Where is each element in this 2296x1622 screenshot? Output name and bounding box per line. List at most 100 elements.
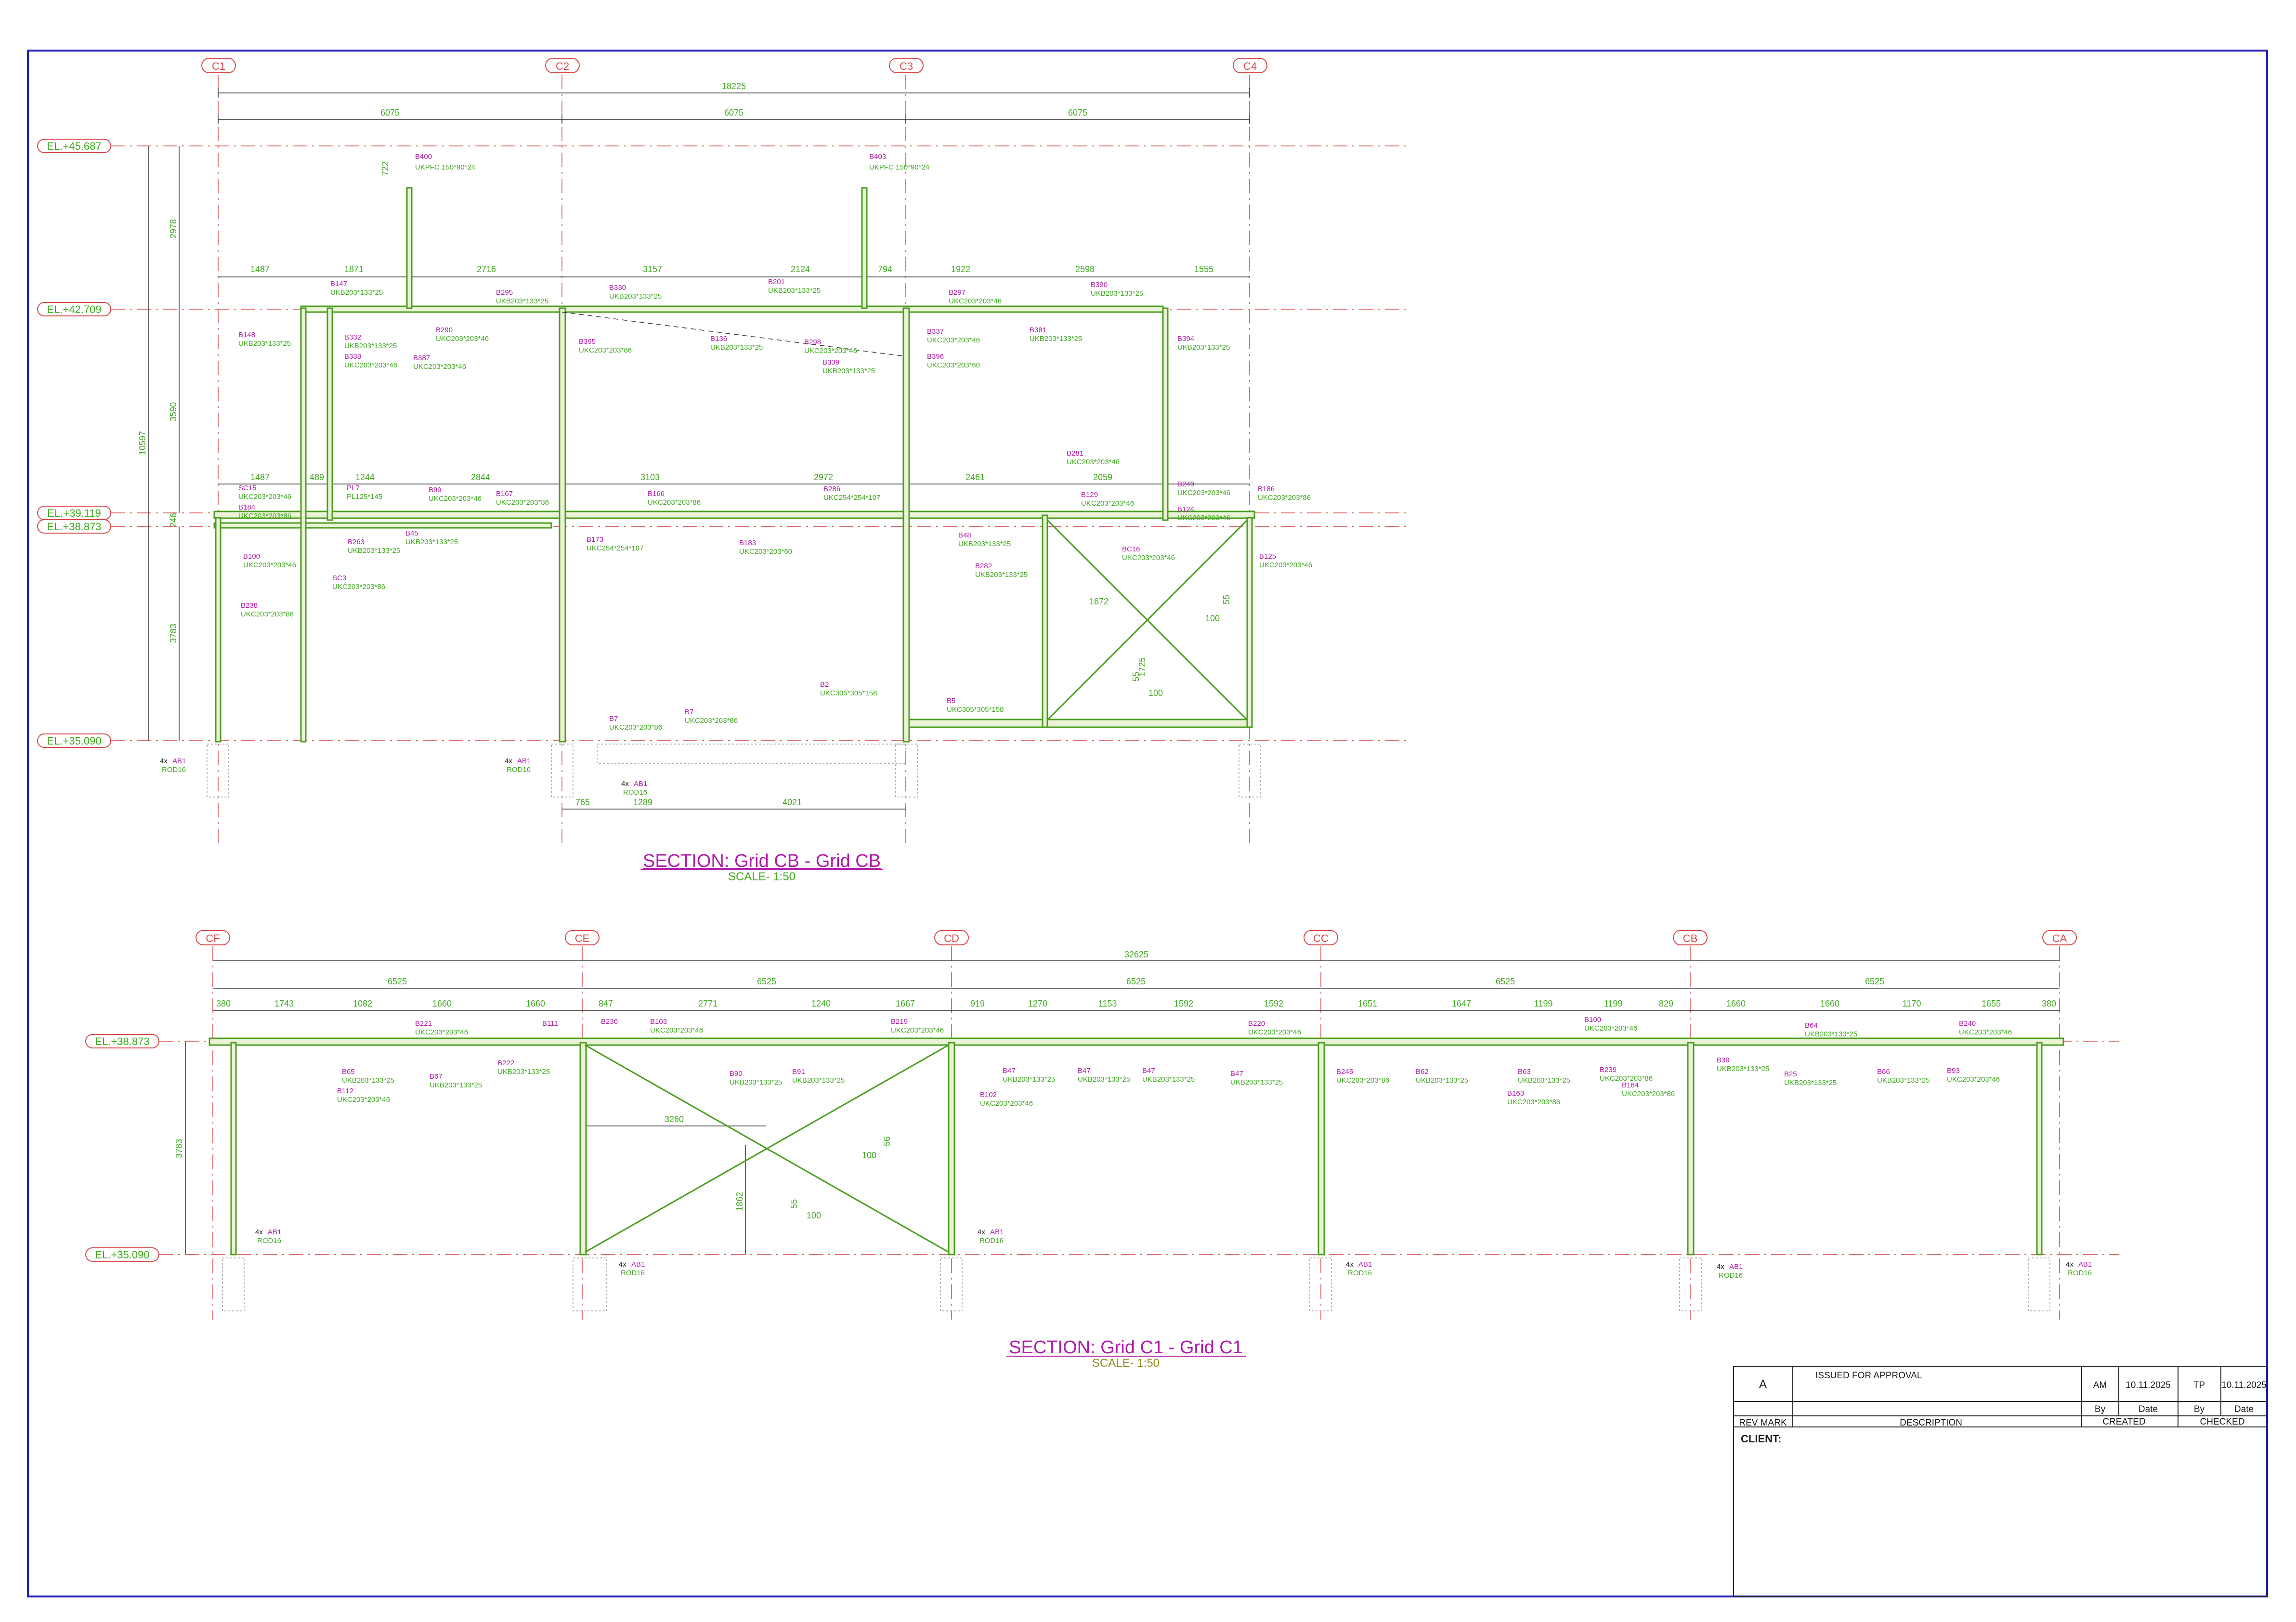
member-size: UKC203*203*86 bbox=[238, 512, 291, 520]
member-size: UKB203*133*25 bbox=[1091, 289, 1143, 298]
grid-label: CA bbox=[2052, 932, 2067, 944]
member-size: UKB203*133*25 bbox=[497, 1068, 550, 1076]
member-size: UKC203*203*46 bbox=[1959, 1028, 2012, 1036]
top-dim: 1922 bbox=[951, 264, 970, 274]
member-size: UKC203*203*46 bbox=[337, 1096, 390, 1104]
member-tag: B186 bbox=[1258, 485, 1275, 493]
member-tag: B100 bbox=[243, 552, 260, 561]
anchor-rod: ROD16 bbox=[979, 1237, 1004, 1245]
bay-dim: 6525 bbox=[757, 977, 776, 986]
section1-member-tags: B400 UKPFC 150*90*24 B403 UKPFC 150*90*2… bbox=[238, 153, 1312, 732]
beam-dim: 1170 bbox=[1903, 999, 1921, 1008]
member-tag: PL7 bbox=[347, 484, 360, 492]
vert-dim: 3783 bbox=[174, 1139, 184, 1158]
member-tag: B47 bbox=[1003, 1067, 1016, 1075]
bay-dim: 6525 bbox=[1496, 977, 1515, 986]
mid-dim: 489 bbox=[310, 472, 324, 482]
bay-dim: 6075 bbox=[724, 108, 744, 118]
member-size: UKC203*203*46 bbox=[804, 347, 857, 355]
member-size: UKC203*203*86 bbox=[609, 723, 662, 732]
vert-dim: 3590 bbox=[169, 402, 178, 421]
section1-dimensions bbox=[148, 88, 1250, 810]
member-tag: B249 bbox=[1177, 480, 1194, 488]
member-size: UKC203*203*86 bbox=[1336, 1076, 1389, 1085]
member-tag: B390 bbox=[1091, 281, 1108, 289]
brace-dim: 100 bbox=[1205, 614, 1220, 623]
level-label: EL.+35.090 bbox=[47, 735, 101, 747]
member-tag: B263 bbox=[348, 538, 365, 546]
member-tag: B166 bbox=[648, 490, 665, 498]
member-tag: B281 bbox=[1067, 449, 1083, 458]
brace-dim: 1725 bbox=[1137, 657, 1147, 677]
member-size: UKB203*133*25 bbox=[975, 571, 1028, 579]
member-tag: B148 bbox=[238, 331, 255, 339]
section1-dim-text: 18225 6075 6075 6075 1487 1871 2716 3157… bbox=[138, 81, 1231, 807]
grid-label: CC bbox=[1313, 932, 1329, 944]
member-size: UKC203*203*46 bbox=[1081, 499, 1134, 508]
member-tag: B339 bbox=[822, 358, 839, 366]
column bbox=[559, 307, 566, 743]
anchor-count: 4x bbox=[1346, 1260, 1354, 1269]
column bbox=[1042, 514, 1048, 728]
member-size: UKB203*133*25 bbox=[1003, 1075, 1055, 1084]
beam-dim: 1592 bbox=[1174, 999, 1193, 1008]
member-tag: B245 bbox=[1336, 1068, 1353, 1076]
member-size: UKB203*133*25 bbox=[822, 367, 875, 375]
header-created: CREATED bbox=[2102, 1417, 2145, 1427]
member-tag: B173 bbox=[587, 536, 603, 544]
member-size: UKC203*203*46 bbox=[415, 1028, 468, 1036]
section1-grid-bubbles: C1 C2 C3 C4 bbox=[201, 58, 1267, 73]
member-tag: B282 bbox=[975, 562, 992, 570]
member-tag: B201 bbox=[768, 278, 785, 286]
section1-scale: SCALE- 1:50 bbox=[728, 870, 796, 883]
member-tag: B184 bbox=[238, 503, 255, 511]
member-size: UKC203*203*86 bbox=[648, 498, 701, 507]
member-size: UKC203*203*46 bbox=[243, 561, 296, 569]
grid-label: C2 bbox=[556, 60, 569, 72]
member-size: UKC203*203*46 bbox=[650, 1026, 703, 1034]
mid-dim: 3103 bbox=[640, 472, 660, 482]
top-dim: 2716 bbox=[477, 264, 496, 274]
member-tag: B112 bbox=[337, 1087, 353, 1095]
brace-dim: 56 bbox=[882, 1137, 892, 1146]
anchor-tag: AB1 bbox=[631, 1260, 645, 1269]
top-dim: 2124 bbox=[791, 264, 810, 274]
bay-dim: 6525 bbox=[1865, 977, 1884, 986]
member-size: UKC203*203*46 bbox=[1259, 561, 1312, 569]
level-label: EL.+35.090 bbox=[95, 1249, 149, 1261]
member-tag: B47 bbox=[1078, 1067, 1091, 1075]
beam-dim: 1743 bbox=[274, 999, 294, 1008]
client-label: CLIENT: bbox=[1741, 1433, 1781, 1445]
rev-mark-value: A bbox=[1759, 1378, 1767, 1391]
member-size: UKB203*133*25 bbox=[1030, 335, 1082, 343]
member-size: UKB203*133*25 bbox=[1784, 1079, 1837, 1087]
level-label: EL.+45.687 bbox=[47, 140, 101, 152]
beam-dim: 1199 bbox=[1604, 999, 1623, 1008]
column bbox=[948, 1042, 955, 1256]
anchor-tag: AB1 bbox=[1358, 1260, 1372, 1269]
member-tag: B129 bbox=[1081, 491, 1098, 499]
brace-dim: 100 bbox=[862, 1151, 876, 1160]
brace-dim: 3260 bbox=[665, 1114, 684, 1124]
member-size: UKC203*203*86 bbox=[1258, 494, 1311, 502]
mid-dim: 1487 bbox=[250, 472, 270, 482]
member-size: UKC203*203*86 bbox=[496, 498, 549, 507]
member-size: UKC203*203*86 bbox=[332, 583, 385, 591]
anchor-rod: ROD16 bbox=[507, 766, 531, 774]
column bbox=[1318, 1042, 1325, 1256]
member-tag: B395 bbox=[579, 338, 596, 346]
member-tag: B45 bbox=[405, 529, 418, 537]
beam-dim: 1660 bbox=[1726, 999, 1746, 1008]
member-tag: B219 bbox=[891, 1018, 908, 1026]
section2-anchors: 4x AB1 ROD16 4x AB1 ROD16 4x AB1 ROD16 4… bbox=[255, 1228, 2092, 1280]
member-tag: B221 bbox=[415, 1020, 432, 1028]
anchor-count: 4x bbox=[2066, 1260, 2074, 1269]
member-tag: B66 bbox=[1877, 1068, 1890, 1076]
bay-dim: 6525 bbox=[1126, 977, 1146, 986]
member-tag: B163 bbox=[1507, 1089, 1524, 1098]
member-size: UKB203*133*25 bbox=[238, 340, 291, 348]
anchor-rod: ROD16 bbox=[623, 788, 647, 797]
member-size: UKB203*133*25 bbox=[768, 287, 821, 295]
member-size: UKB203*133*25 bbox=[792, 1076, 845, 1085]
header-date: Date bbox=[2139, 1404, 2158, 1414]
